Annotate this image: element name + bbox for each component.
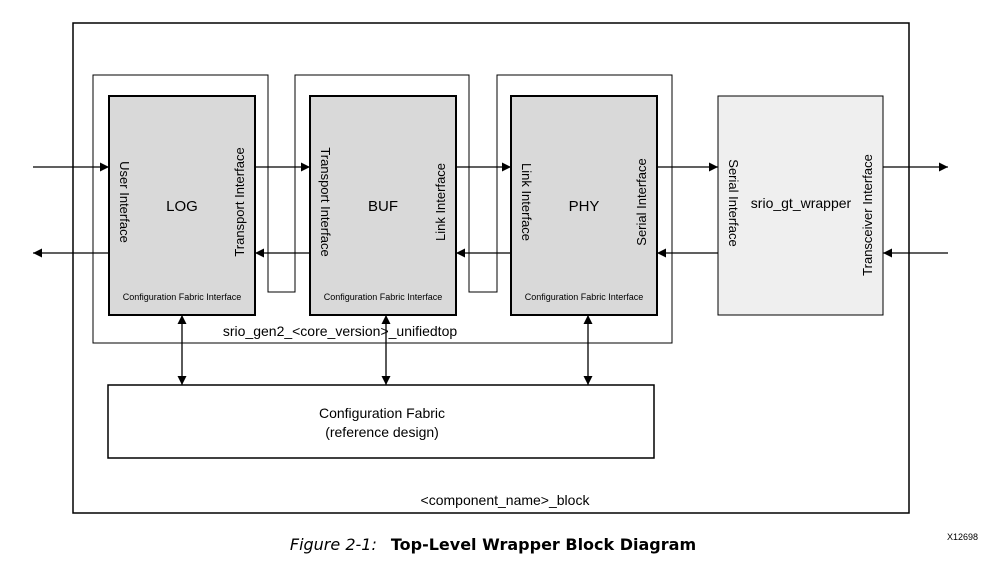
log-user-interface-label: User Interface	[117, 161, 132, 243]
phy-block-name: PHY	[569, 198, 600, 215]
log-config-interface-label: Configuration Fabric Interface	[123, 292, 242, 302]
config-fabric-block	[107, 384, 655, 459]
figure-id: X12698	[947, 532, 978, 542]
gt-wrapper-block	[717, 95, 884, 316]
unifiedtop-label: srio_gen2_<core_version>_unifiedtop	[223, 323, 457, 339]
phy-block	[510, 95, 658, 316]
config-fabric-subtitle: (reference design)	[325, 424, 439, 440]
phy-config-interface-label: Configuration Fabric Interface	[525, 292, 644, 302]
figure-caption: Figure 2-1: Top-Level Wrapper Block Diagr…	[0, 535, 986, 554]
buf-link-interface-label: Link Interface	[433, 163, 448, 241]
phy-link-interface-label: Link Interface	[519, 163, 534, 241]
gt-wrapper-transceiver-interface-label: Transceiver Interface	[860, 154, 875, 276]
gt-wrapper-name: srio_gt_wrapper	[751, 195, 852, 211]
log-transport-interface-label: Transport Interface	[232, 147, 247, 256]
buf-block-name: BUF	[368, 198, 398, 215]
component-block-label: <component_name>_block	[421, 492, 591, 508]
gt-wrapper-serial-interface-label: Serial Interface	[726, 159, 741, 246]
buf-transport-interface-label: Transport Interface	[318, 147, 333, 256]
phy-serial-interface-label: Serial Interface	[634, 158, 649, 245]
log-block	[108, 95, 256, 316]
figure-number: Figure 2-1:	[289, 535, 377, 554]
buf-config-interface-label: Configuration Fabric Interface	[324, 292, 443, 302]
unifiedtop-outline	[92, 74, 673, 344]
config-fabric-title: Configuration Fabric	[319, 405, 445, 421]
log-block-name: LOG	[166, 198, 198, 215]
figure-title: Top-Level Wrapper Block Diagram	[390, 535, 697, 554]
